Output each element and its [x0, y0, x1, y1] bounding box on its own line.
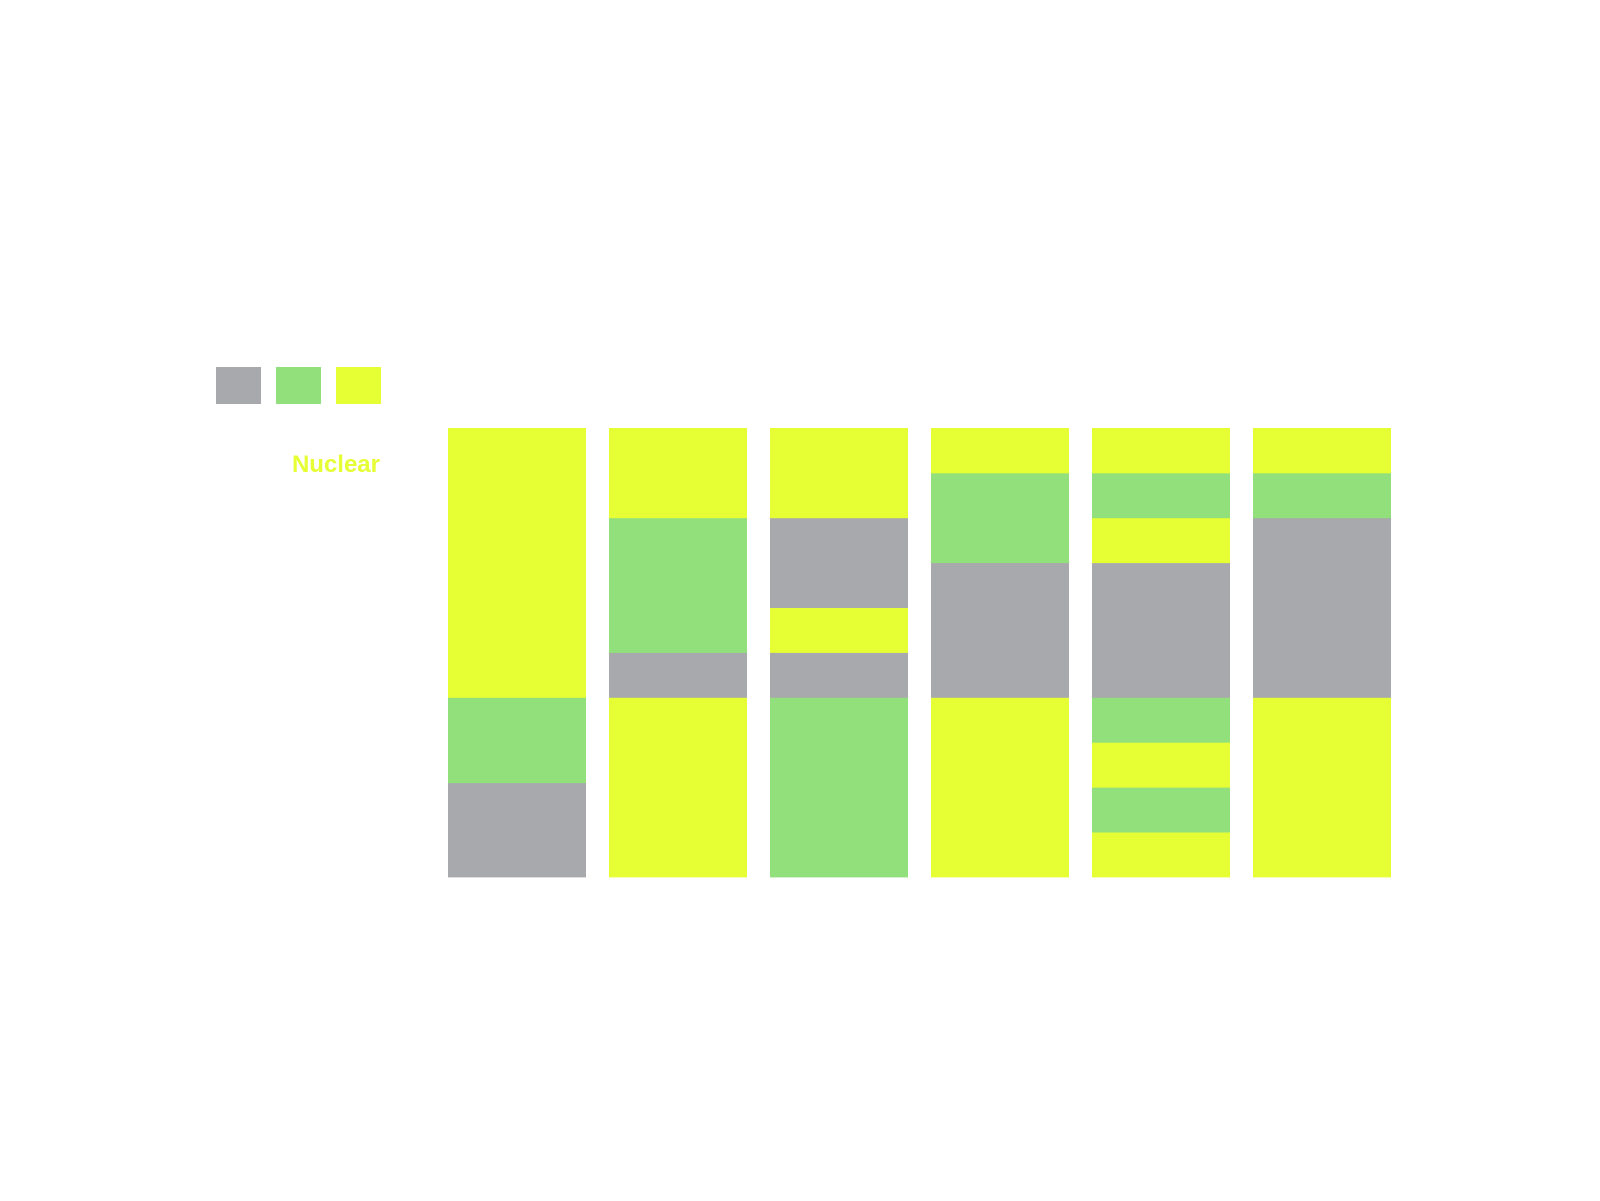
- bar-segment-5-3-yellow[interactable]: [1092, 742, 1230, 788]
- bar-segment-4-2-gray[interactable]: [931, 562, 1069, 698]
- bar-segment-4-1-yellow[interactable]: [931, 697, 1069, 878]
- bar-column-3: [770, 428, 908, 878]
- bar-segment-1-1-gray[interactable]: [448, 782, 586, 878]
- bar-segment-5-5-gray[interactable]: [1092, 562, 1230, 698]
- bar-segment-3-6-yellow[interactable]: [770, 428, 908, 474]
- bar-column-5: [1092, 428, 1230, 878]
- legend: [216, 367, 381, 404]
- bar-column-6: [1253, 428, 1391, 878]
- bar-segment-1-3-yellow[interactable]: [448, 428, 586, 698]
- bar-segment-2-5-yellow[interactable]: [609, 428, 747, 474]
- bar-segment-4-3-green[interactable]: [931, 472, 1069, 564]
- bar-column-4: [931, 428, 1069, 878]
- bar-segment-4-4-yellow[interactable]: [931, 428, 1069, 474]
- legend-swatch-gray[interactable]: [216, 367, 261, 404]
- bar-segment-2-4-yellow[interactable]: [609, 472, 747, 519]
- bar-column-2: [609, 428, 747, 878]
- bar-segment-5-4-green[interactable]: [1092, 697, 1230, 743]
- bar-segment-2-2-gray[interactable]: [609, 652, 747, 698]
- bar-segment-2-1-yellow[interactable]: [609, 697, 747, 878]
- bar-segment-3-2-gray[interactable]: [770, 652, 908, 698]
- bar-segment-6-4-yellow[interactable]: [1253, 428, 1391, 474]
- bar-segment-5-6-yellow[interactable]: [1092, 517, 1230, 564]
- bar-segment-5-1-yellow[interactable]: [1092, 832, 1230, 878]
- legend-swatch-yellow[interactable]: [336, 367, 381, 404]
- bar-segment-3-3-yellow[interactable]: [770, 607, 908, 653]
- bar-segment-6-3-green[interactable]: [1253, 472, 1391, 519]
- bar-segment-2-3-green[interactable]: [609, 517, 747, 653]
- bar-column-1: [448, 428, 586, 878]
- bar-segment-6-2-gray[interactable]: [1253, 517, 1391, 698]
- bar-segment-3-1-green[interactable]: [770, 697, 908, 878]
- bar-segment-1-2-green[interactable]: [448, 697, 586, 784]
- bar-segment-5-7-green[interactable]: [1092, 472, 1230, 519]
- bar-segment-5-2-green[interactable]: [1092, 787, 1230, 833]
- bar-segment-3-5-yellow[interactable]: [770, 472, 908, 519]
- legend-label-nuclear: Nuclear: [292, 451, 380, 478]
- bars-group: [448, 428, 1391, 878]
- legend-swatch-green[interactable]: [276, 367, 321, 404]
- bar-segment-5-8-yellow[interactable]: [1092, 428, 1230, 474]
- bar-segment-3-4-gray[interactable]: [770, 517, 908, 608]
- bar-segment-6-1-yellow[interactable]: [1253, 697, 1391, 878]
